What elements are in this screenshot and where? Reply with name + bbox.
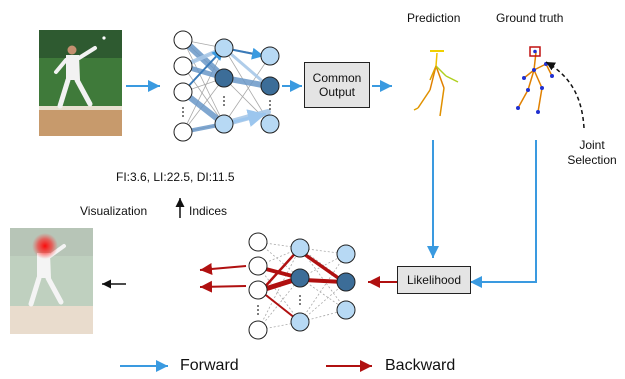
likelihood-box: Likelihood xyxy=(397,266,471,294)
selected-joint-marker xyxy=(529,46,541,57)
forward-arrow-ground-truth xyxy=(470,140,537,288)
indices-label: Indices xyxy=(189,204,228,218)
ground-truth-skeleton xyxy=(516,46,554,114)
backward-arrow-upper xyxy=(199,262,247,275)
legend-forward-label: Forward xyxy=(180,357,239,374)
indices-values-label: FI:3.6, LI:22.5, DI:11.5 xyxy=(116,170,235,184)
input-image xyxy=(39,30,122,136)
prediction-label: Prediction xyxy=(407,11,461,25)
prediction-skeleton xyxy=(413,50,459,117)
common-output-box: Common Output xyxy=(304,62,370,108)
joint-selection-label: Joint Selection xyxy=(567,138,617,167)
backward-arrow-lower xyxy=(199,280,247,293)
visualization-image xyxy=(10,228,93,334)
forward-network xyxy=(173,30,280,142)
ground-truth-label: Ground truth xyxy=(496,11,564,25)
visualization-label: Visualization xyxy=(80,204,148,218)
backward-network xyxy=(248,232,356,340)
joint-selection-arrow xyxy=(545,61,585,129)
legend-backward-label: Backward xyxy=(385,357,456,374)
